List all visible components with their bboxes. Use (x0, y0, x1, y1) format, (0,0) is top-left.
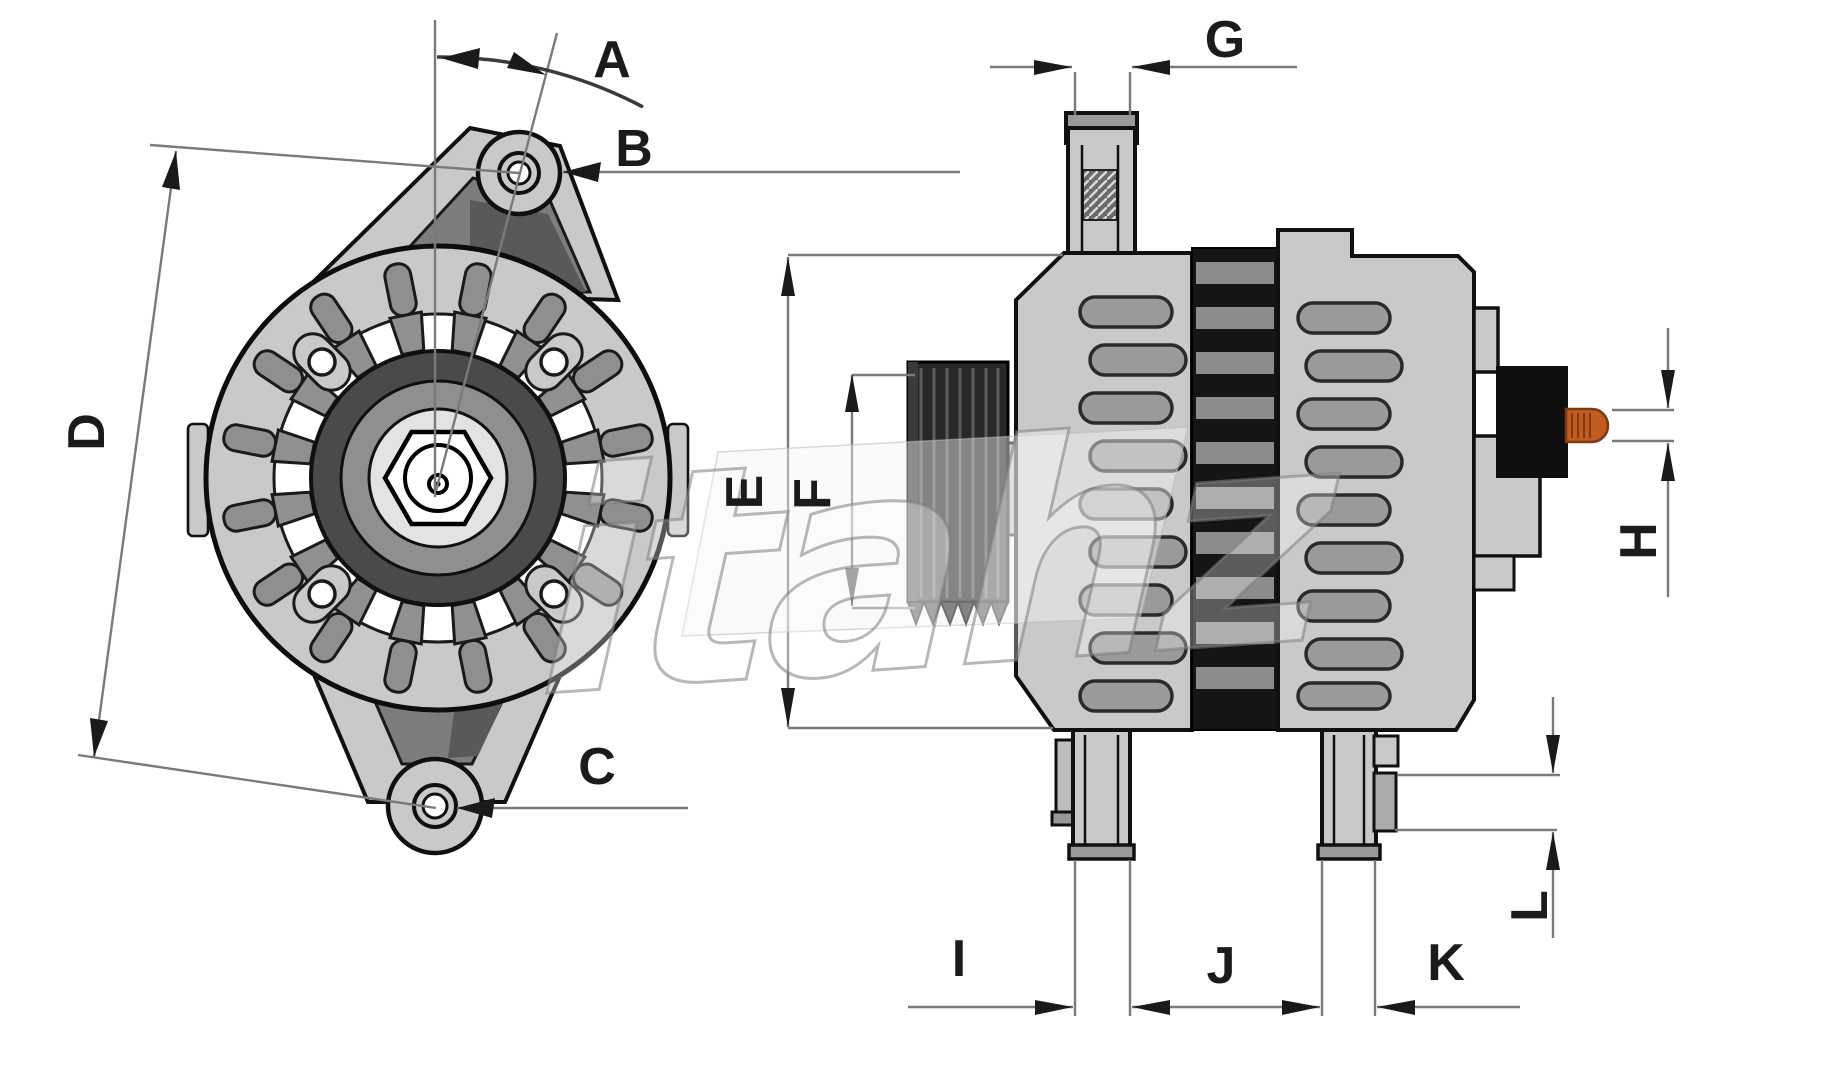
dim-f-arrow-bottom (845, 568, 859, 606)
terminal-block (1496, 366, 1568, 478)
dim-l-arrow-top (1546, 735, 1560, 773)
bracket-axis-line (434, 32, 559, 492)
dimensions (77, 20, 1675, 1016)
dim-label-j: J (1207, 937, 1236, 995)
terminal-lower-block (1472, 554, 1516, 592)
dim-label-b: B (615, 120, 653, 178)
terminal-step-block (1472, 306, 1500, 374)
pulley-ribs (919, 368, 1000, 598)
watermark-band (681, 426, 1189, 637)
dim-f-arrow-top (845, 374, 859, 412)
dim-j-arrow-right (1282, 1000, 1320, 1015)
dim-d-arrow-bottom (90, 718, 108, 757)
dim-h-arrow-bottom (1661, 443, 1675, 481)
dim-e-arrow-top (781, 257, 795, 296)
dim-h-arrow-top (1661, 370, 1675, 408)
terminal-stud (1564, 407, 1610, 444)
dim-label-e: E (716, 475, 774, 510)
front-stator-coils (1078, 295, 1188, 713)
dim-b-arrow (563, 162, 601, 182)
dim-g-arrow-left (1034, 60, 1072, 75)
dim-i-arrow (1035, 1000, 1073, 1015)
dimension-labels: A B C D E F G H I J K L (58, 11, 1668, 995)
terminal-stud-threads (1571, 413, 1591, 438)
rear-bottom-tabs (1372, 734, 1400, 833)
dim-d-ext-bottom (77, 753, 437, 810)
stator-core (1191, 247, 1279, 731)
dim-d-line (92, 150, 178, 758)
dim-label-a: A (593, 31, 631, 89)
dim-label-k: K (1427, 934, 1465, 992)
terminal-assembly (1472, 306, 1610, 592)
dim-j-arrow-left (1132, 1000, 1170, 1015)
front-view (186, 125, 690, 856)
front-spokes-inner (270, 310, 606, 646)
pulley (906, 360, 1010, 627)
dim-label-f: F (784, 478, 842, 510)
dim-label-g: G (1205, 11, 1245, 69)
dim-k-arrow (1377, 1000, 1415, 1015)
dim-c-arrow (457, 798, 495, 818)
dim-label-l: L (1501, 890, 1559, 922)
dim-a-arrow-right (507, 52, 546, 75)
side-top-lug (1064, 111, 1139, 260)
dim-label-c: C (578, 738, 616, 796)
dim-label-h: H (1610, 522, 1668, 560)
watermark: itahz (534, 357, 1348, 767)
dim-g-arrow-right (1132, 60, 1170, 75)
watermark-text: itahz (535, 358, 1346, 765)
dim-d-ext-top (149, 143, 520, 175)
dim-label-i: I (952, 930, 966, 988)
front-vent-slots-outer (222, 262, 654, 694)
dim-e-arrow-bottom (781, 688, 795, 727)
side-front-bottom-lug (1050, 728, 1136, 861)
dim-l-arrow-bottom (1546, 832, 1560, 870)
dim-a-arrow-left (441, 48, 480, 69)
front-through-bolt-holes (292, 332, 584, 624)
dim-label-d: D (58, 413, 116, 451)
side-view (906, 111, 1610, 861)
rear-stator-coils (1296, 301, 1404, 711)
side-rear-bottom-lug (1316, 728, 1382, 861)
dim-d-arrow-top (162, 151, 180, 190)
